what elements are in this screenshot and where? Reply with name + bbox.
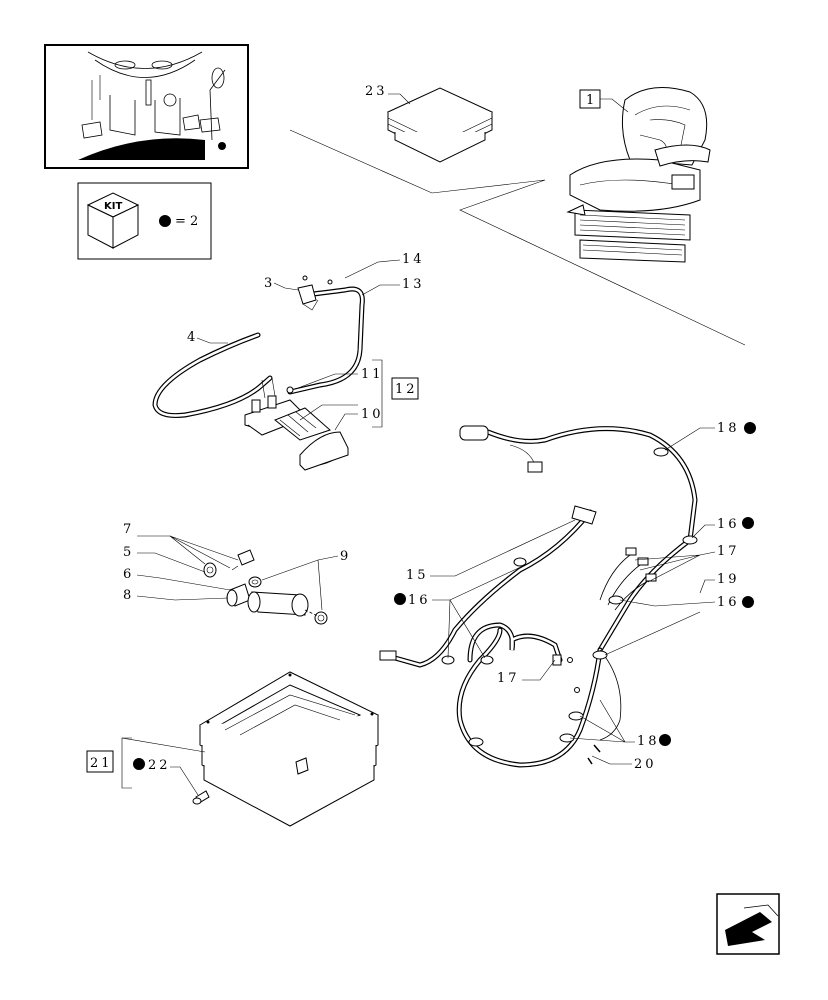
wiring-harness[interactable] [379, 425, 698, 768]
label-9: 9 [340, 549, 351, 564]
label-15: 15 [406, 568, 429, 583]
cable-assembly[interactable] [152, 275, 365, 441]
part-21-base[interactable] [198, 671, 380, 827]
label-4: 4 [187, 330, 198, 345]
label-10: 10 [361, 407, 384, 422]
kit-legend: KIT = 2 [77, 182, 212, 260]
label-21-box [86, 750, 114, 773]
kit-dot-icon [659, 734, 671, 746]
part-10-cover[interactable] [299, 431, 349, 471]
pivot-parts[interactable] [203, 549, 328, 625]
label-5: 5 [123, 545, 134, 560]
label-16-right-mid: 16 [717, 595, 740, 610]
label-6: 6 [123, 567, 134, 582]
part-1-seat[interactable] [566, 87, 711, 263]
label-11: 11 [361, 367, 384, 382]
bracket-12 [372, 359, 383, 428]
kit-dot-icon [133, 758, 145, 770]
thumbnail-cab-view[interactable] [44, 44, 249, 169]
label-13: 13 [402, 277, 425, 292]
kit-dot-icon [744, 422, 756, 434]
label-18-top: 18 [717, 421, 740, 436]
cube-icon [86, 192, 140, 249]
label-17-right: 17 [717, 544, 740, 559]
label-18-bottom: 18 [637, 734, 660, 749]
label-16-left: 16 [408, 593, 431, 608]
kit-equals: = [175, 214, 189, 229]
label-3: 3 [264, 276, 275, 291]
label-22: 22 [148, 758, 171, 773]
label-8: 8 [123, 588, 134, 603]
label-21: 21 [90, 756, 113, 771]
label-23: 23 [365, 84, 388, 99]
label-20: 20 [634, 757, 657, 772]
label-12: 12 [395, 382, 418, 397]
kit-label: KIT [104, 201, 122, 212]
kit-dot-icon [742, 517, 754, 529]
part-22-bolt[interactable] [192, 790, 210, 805]
label-7: 7 [123, 522, 134, 537]
arrow-left-down-icon[interactable] [716, 893, 780, 955]
guide-lines [289, 129, 746, 346]
kit-quantity: 2 [190, 214, 201, 229]
kit-dot-icon [159, 215, 171, 227]
kit-dot-icon [742, 596, 754, 608]
label-14: 14 [402, 252, 425, 267]
label-12-box [391, 377, 419, 400]
part-23-cushion[interactable] [386, 87, 494, 163]
kit-dot-icon [394, 593, 406, 605]
label-16-right-top: 16 [717, 517, 740, 532]
label-19: 19 [717, 572, 740, 587]
label-17-lower: 17 [497, 671, 520, 686]
label-1: 1 [586, 93, 597, 108]
